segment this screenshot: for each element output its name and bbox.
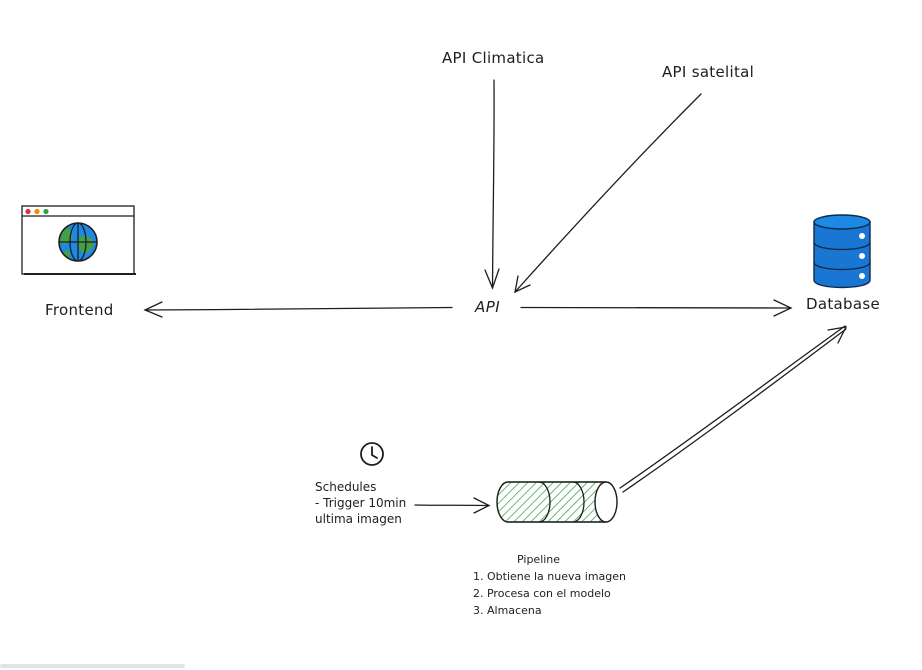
- database-cylinder-icon: [813, 214, 871, 289]
- database-label: Database: [806, 295, 880, 313]
- arrow-schedules-to-pipeline: [414, 497, 491, 514]
- arrow-api-climatica-to-api: [484, 79, 500, 290]
- arrow-api-to-frontend: [143, 301, 453, 318]
- pipeline-step-2: 2. Procesa con el modelo: [473, 587, 611, 600]
- pipeline-note: Pipeline 1. Obtiene la nueva imagen 2. P…: [473, 551, 626, 619]
- frontend-label: Frontend: [45, 301, 114, 319]
- clock-icon: [360, 442, 384, 466]
- pipeline-step-3: 3. Almacena: [473, 604, 542, 617]
- schedules-trigger: - Trigger 10min: [315, 496, 407, 510]
- pipeline-tube-icon: [496, 481, 618, 523]
- pipeline-step-1: 1. Obtiene la nueva imagen: [473, 570, 626, 583]
- browser-window-globe-icon: [21, 205, 136, 275]
- api-climatica-label: API Climatica: [442, 49, 545, 67]
- arrow-api-satelital-to-api: [514, 93, 702, 294]
- pipeline-title: Pipeline: [517, 553, 561, 566]
- api-label: API: [475, 298, 501, 316]
- api-satelital-label: API satelital: [662, 63, 755, 81]
- horizontal-scrollbar[interactable]: [0, 664, 185, 668]
- schedules-detail: ultima imagen: [315, 512, 402, 526]
- schedules-title: Schedules: [315, 480, 377, 494]
- arrow-api-to-database: [520, 299, 793, 317]
- schedules-note: Schedules - Trigger 10min ultima imagen: [315, 479, 406, 527]
- arrow-pipeline-to-database: [619, 325, 848, 493]
